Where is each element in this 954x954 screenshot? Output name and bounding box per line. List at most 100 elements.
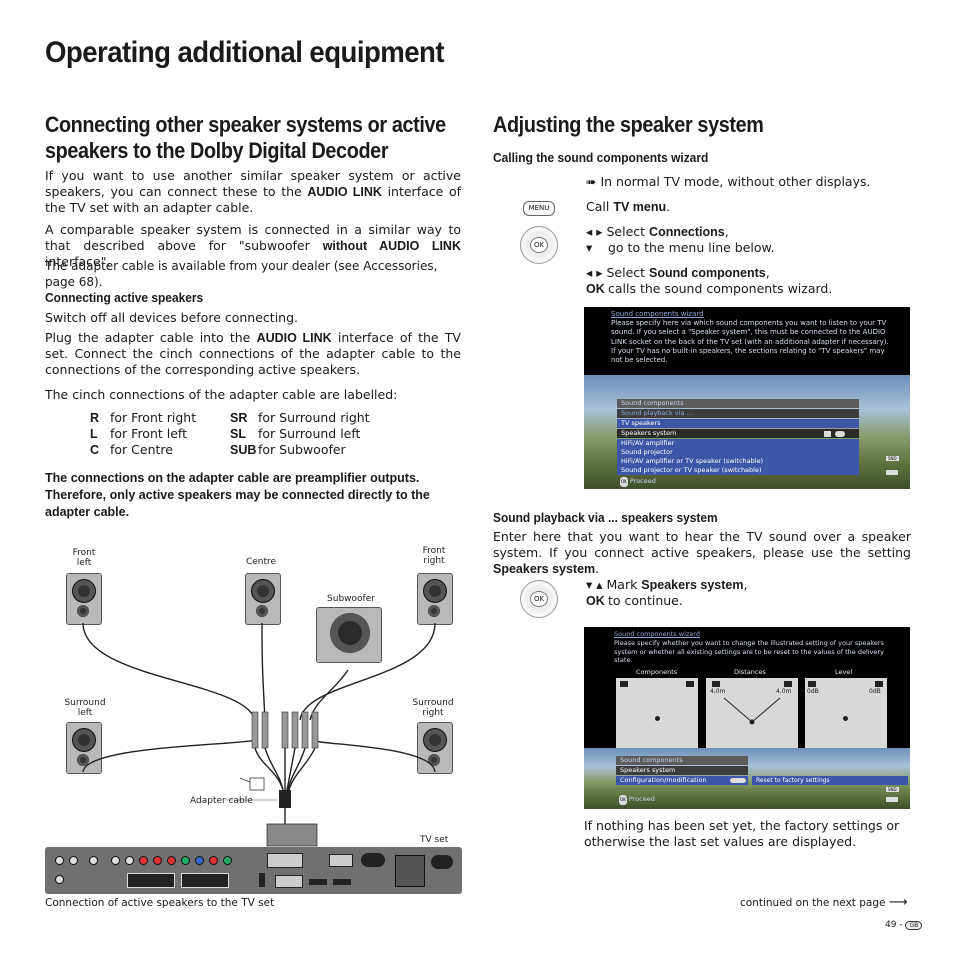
- speaker-front-left-icon: [66, 573, 102, 625]
- checkbox-icon: [824, 431, 831, 437]
- port-icon: [153, 856, 162, 865]
- col-components: Components: [636, 668, 678, 676]
- menu-item[interactable]: TV speakers: [617, 419, 859, 428]
- page-footer: 49 - GB: [885, 920, 923, 930]
- warning-text: The connections on the adapter cable are…: [45, 471, 430, 519]
- level-right-value: 0dB: [869, 688, 881, 695]
- right-heading: Adjusting the speaker system: [493, 112, 764, 137]
- port-icon: [209, 856, 218, 865]
- listener-dot-icon: [843, 716, 848, 721]
- port-icon: [223, 856, 232, 865]
- diagram-caption: Connection of active speakers to the TV …: [45, 897, 275, 909]
- proceed-row[interactable]: OK Proceed: [620, 477, 656, 487]
- speaker-terminal-icon: [431, 855, 453, 869]
- port-icon: [69, 856, 78, 865]
- speaker-front-right-icon: [417, 573, 453, 625]
- arrow-right-icon: ➠: [586, 174, 601, 189]
- listener-dot-icon: [655, 716, 660, 721]
- menu-item-selected[interactable]: Configuration/modification: [616, 776, 748, 785]
- ok-small-icon: OK: [620, 477, 628, 487]
- hdmi-port-icon: [333, 879, 351, 885]
- reset-button[interactable]: Reset to factory settings: [752, 776, 908, 785]
- up-down-arrows-icon: ▾ ▴: [586, 577, 607, 592]
- speaker-surround-left-icon: [66, 722, 102, 774]
- left-para-1: If you want to use another similar speak…: [45, 168, 461, 215]
- ok-remote-icon: OK: [520, 226, 558, 264]
- arrow-right-icon: ⟶: [888, 895, 908, 910]
- menu-item[interactable]: HiFi/AV amplifier or TV speaker (switcha…: [617, 457, 859, 466]
- right-final-para: If nothing has been set yet, the factory…: [584, 818, 900, 849]
- left-right-arrows-icon: ◂ ▸: [586, 265, 607, 280]
- menu-item[interactable]: Sound projector: [617, 448, 859, 457]
- ok-remote-icon: OK: [520, 580, 558, 618]
- ok-small-icon: [835, 431, 845, 437]
- distance-left-value: 4,0m: [710, 688, 726, 695]
- label-front-left: Front left: [72, 548, 96, 568]
- ok-small-icon: OK: [619, 795, 627, 805]
- speaker-small-icon: [784, 681, 792, 687]
- label-surround-left: Surround left: [64, 698, 106, 718]
- menu-item[interactable]: Speakers system: [616, 766, 748, 775]
- page-title: Operating additional equipment: [45, 36, 445, 69]
- port-icon: [55, 856, 64, 865]
- continued-note: continued on the next page ⟶: [740, 895, 908, 910]
- port-icon: [181, 856, 190, 865]
- menu-overlay: Sound components Speakers system Configu…: [616, 756, 910, 808]
- port-icon: [195, 856, 204, 865]
- menu-item[interactable]: HiFi/AV amplifier: [617, 439, 859, 448]
- down-arrow-icon: ▾: [586, 240, 593, 255]
- left-para-3: The adapter cable is available from your…: [45, 259, 438, 289]
- country-badge: GB: [905, 921, 923, 930]
- level-panel: 0dB 0dB: [805, 678, 887, 748]
- label-subwoofer: Subwoofer: [327, 594, 375, 604]
- back-icon: [886, 797, 898, 802]
- label-centre: Centre: [245, 557, 277, 567]
- speaker-centre-icon: [245, 573, 281, 625]
- port-icon: [167, 856, 176, 865]
- menu-item[interactable]: Sound projector or TV speaker (switchabl…: [617, 466, 859, 475]
- hdmi-port-icon: [309, 879, 327, 885]
- scart-port-icon: [181, 873, 229, 888]
- distance-right-value: 4,0m: [776, 688, 792, 695]
- port-icon: [139, 856, 148, 865]
- col-distances: Distances: [734, 668, 766, 676]
- proceed-row[interactable]: OK Proceed: [619, 795, 655, 805]
- menu-overlay: Sound components Sound playback via ... …: [617, 399, 859, 487]
- speaker-terminal-icon: [395, 855, 425, 887]
- speaker-small-icon: [712, 681, 720, 687]
- right-para-speakers: Enter here that you want to hear the TV …: [493, 529, 911, 576]
- back-icon: [886, 470, 898, 475]
- step-call-tv-menu: Call TV menu.: [586, 199, 671, 214]
- left-subheading: Connecting active speakers: [45, 290, 204, 305]
- left-heading: Connecting other speaker systems or acti…: [45, 112, 446, 163]
- left-right-arrows-icon: ◂ ▸: [586, 224, 607, 239]
- menu-item-selected[interactable]: Speakers system: [617, 429, 859, 438]
- components-panel: [616, 678, 698, 748]
- speaker-small-icon: [808, 681, 816, 687]
- port-icon: [111, 856, 120, 865]
- speaker-small-icon: [686, 681, 694, 687]
- speaker-terminal-icon: [361, 853, 385, 867]
- menu-item[interactable]: Sound components: [617, 399, 859, 408]
- speaker-small-icon: [620, 681, 628, 687]
- menu-item[interactable]: Sound components: [616, 756, 748, 765]
- menu-button-icon: MENU: [523, 201, 555, 216]
- left-para-5: Plug the adapter cable into the AUDIO LI…: [45, 330, 461, 377]
- step-normal-mode: ➠ In normal TV mode, without other displ…: [586, 174, 871, 189]
- subwoofer-icon: [316, 607, 382, 663]
- tv-set-back-panel: [45, 847, 462, 894]
- left-para-6: The cinch connections of the adapter cab…: [45, 387, 398, 402]
- dsub-port-icon: [329, 854, 353, 867]
- adapter-cable-wiring: [82, 622, 436, 847]
- col-level: Level: [835, 668, 853, 676]
- label-adapter-cable: Adapter cable: [190, 796, 253, 806]
- dsub-port-icon: [275, 875, 303, 888]
- menu-item[interactable]: Sound playback via ...: [617, 409, 859, 418]
